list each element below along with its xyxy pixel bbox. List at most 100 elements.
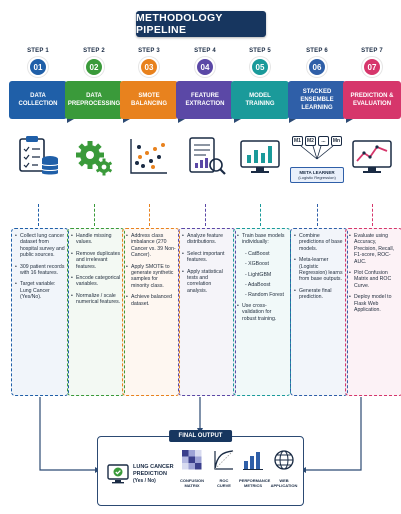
step-number-badge: 05 xyxy=(250,57,270,77)
step-connector xyxy=(260,204,261,226)
step-label: STEP 7 xyxy=(361,48,383,54)
roc-curve-icon xyxy=(214,450,234,470)
page-title: METHODOLOGY PIPELINE xyxy=(136,11,266,37)
web-application-item: WEB APPLICATION xyxy=(270,449,298,488)
detail-item: 309 patient records with 16 features. xyxy=(15,264,65,277)
prediction-subtitle: (Yes / No) xyxy=(133,478,156,484)
confusion-matrix-icon xyxy=(182,450,202,470)
ensemble-model-box: M1 xyxy=(292,135,303,146)
step-title: SMOTE BALANCING xyxy=(120,81,178,119)
detail-item: Deploy model to Flask Web Application. xyxy=(349,294,399,313)
detail-item: - CatBoost xyxy=(245,250,270,257)
step-details: Address class imbalance (270 Cancer vs. … xyxy=(122,228,180,396)
detail-item: - AdaBoost xyxy=(245,282,271,289)
step-2: STEP 2 02 DATA PREPROCESSING xyxy=(65,48,123,195)
detail-item: Target variable: Lung Cancer (Yes/No). xyxy=(15,281,65,300)
step-title: MODEL TRAINING xyxy=(231,81,289,119)
step-title: DATA COLLECTION xyxy=(9,81,67,119)
step-details: Evaluate using Accuracy, Precision, Reca… xyxy=(345,228,401,396)
step-illustration xyxy=(65,123,123,195)
step-title: DATA PREPROCESSING xyxy=(65,81,123,119)
step-details: Combine predictions of base models.Meta-… xyxy=(290,228,348,396)
gears-icon xyxy=(70,133,118,186)
detail-item: Combine predictions of base models. xyxy=(294,233,344,252)
step-illustration xyxy=(9,123,67,195)
balance-scatter-icon xyxy=(125,133,173,186)
step-illustration xyxy=(176,123,234,195)
step-number-badge: 01 xyxy=(28,57,48,77)
final-output-title: FINAL OUTPUT xyxy=(168,430,233,442)
step-title: PREDICTION & EVALUATION xyxy=(343,81,401,119)
step-details: Train base models individually: - CatBoos… xyxy=(233,228,291,396)
step-illustration xyxy=(120,123,178,195)
step-illustration xyxy=(231,123,289,195)
step-connector xyxy=(317,204,318,226)
step-4: STEP 4 04 FEATURE EXTRACTION xyxy=(176,48,234,195)
performance-metrics-item: PERFORMANCE METRICS xyxy=(239,449,271,488)
clipboard-database-icon xyxy=(14,133,62,186)
globe-icon xyxy=(274,450,294,470)
step-number-badge: 07 xyxy=(362,57,382,77)
step-number-badge: 03 xyxy=(139,57,159,77)
step-connector xyxy=(372,204,373,226)
step-title: FEATURE EXTRACTION xyxy=(176,81,234,119)
prediction-title: LUNG CANCER PREDICTION xyxy=(133,464,174,477)
step-connector xyxy=(94,204,95,226)
detail-item: Use cross-validation for robust training… xyxy=(237,303,287,322)
step-label: STEP 6 xyxy=(306,48,328,54)
step-label: STEP 1 xyxy=(27,48,49,54)
confusion-matrix-label: CONFUSION MATRIX xyxy=(180,478,204,488)
detail-item: - LightGBM xyxy=(245,271,272,278)
step-7: STEP 7 07 PREDICTION & EVALUATION xyxy=(343,48,401,195)
detail-item: Handle missing values. xyxy=(71,233,121,246)
detail-item: Evaluate using Accuracy, Precision, Reca… xyxy=(349,233,399,265)
step-label: STEP 5 xyxy=(249,48,271,54)
step-number-badge: 04 xyxy=(195,57,215,77)
detail-item: Collect lung cancer dataset from hospita… xyxy=(15,233,65,259)
step-details: Collect lung cancer dataset from hospita… xyxy=(11,228,69,396)
detail-item: Plot Confusion Matrix and ROC Curve. xyxy=(349,270,399,289)
step-connector xyxy=(38,204,39,226)
performance-metrics-label: PERFORMANCE METRICS xyxy=(239,478,271,488)
step-illustration xyxy=(343,123,401,195)
ensemble-model-box: Mn xyxy=(331,135,342,146)
detail-item: Normalize / scale numerical features. xyxy=(71,293,121,306)
final-output-panel: FINAL OUTPUT LUNG CANCER PREDICTION (Yes… xyxy=(97,430,304,506)
roc-curve-label: ROC CURVE xyxy=(217,478,231,488)
meta-learner-label: META LEARNER xyxy=(299,169,335,175)
step-details: Handle missing values. Remove duplicates … xyxy=(67,228,125,396)
document-chart-icon xyxy=(181,133,229,186)
ensemble-model-box: ... xyxy=(318,135,329,146)
bar-chart-icon xyxy=(243,452,263,470)
step-label: STEP 4 xyxy=(194,48,216,54)
step-3: STEP 3 03 SMOTE BALANCING xyxy=(120,48,178,195)
meta-learner-box: META LEARNER (Logistic Regression) xyxy=(290,166,344,183)
detail-item: Generate final prediction. xyxy=(294,288,344,301)
step-connector xyxy=(149,204,150,226)
monitor-trend-icon xyxy=(348,133,396,186)
detail-item: Apply statistical tests and correlation … xyxy=(182,269,232,295)
detail-item: Apply SMOTE to generate synthetic sample… xyxy=(126,264,176,290)
monitor-chart-icon xyxy=(236,133,284,186)
detail-item: - XGBoost xyxy=(245,261,269,268)
web-application-label: WEB APPLICATION xyxy=(270,478,298,488)
detail-item: Train base models individually: xyxy=(237,233,287,246)
step-details: Analyze feature distributions.Select imp… xyxy=(178,228,236,396)
detail-item: Encode categorical variables. xyxy=(71,275,121,288)
lung-cancer-prediction: LUNG CANCER PREDICTION (Yes / No) xyxy=(106,449,176,499)
step-label: STEP 3 xyxy=(138,48,160,54)
meta-learner-sublabel: (Logistic Regression) xyxy=(298,174,336,180)
ensemble-arrows xyxy=(300,145,334,159)
detail-item: - Random Forest xyxy=(245,292,284,299)
step-1: STEP 1 01 DATA COLLECTION xyxy=(9,48,67,195)
detail-item: Address class imbalance (270 Cancer vs. … xyxy=(126,233,176,259)
step-5: STEP 5 05 MODEL TRAINING xyxy=(231,48,289,195)
step-title: STACKED ENSEMBLE LEARNING xyxy=(288,81,346,119)
detail-item: Remove duplicates and irrelevant feature… xyxy=(71,251,121,270)
detail-item: Analyze feature distributions. xyxy=(182,233,232,246)
ensemble-model-box: M2 xyxy=(305,135,316,146)
monitor-check-icon xyxy=(107,464,129,484)
